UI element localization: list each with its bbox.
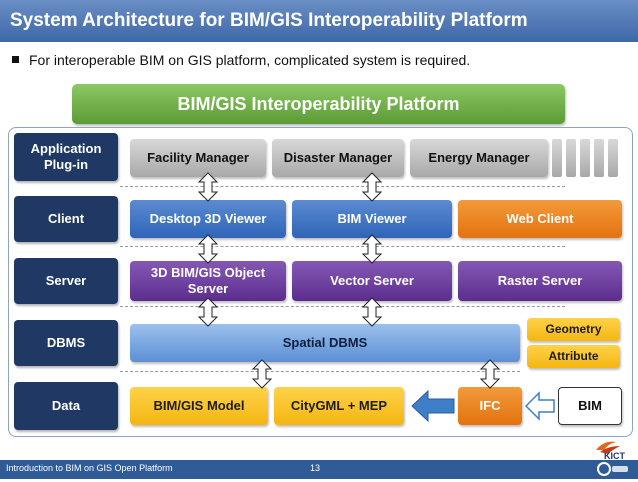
plugin-facility-manager: Facility Manager bbox=[130, 139, 266, 177]
tier-label-application: Application Plug-in bbox=[14, 133, 118, 181]
data-bim: BIM bbox=[558, 387, 622, 425]
separator-line bbox=[120, 371, 520, 372]
server-raster-server: Raster Server bbox=[458, 261, 622, 301]
separator-line bbox=[120, 186, 565, 187]
footer-text: Introduction to BIM on GIS Open Platform bbox=[6, 463, 173, 473]
client-desktop-3d-viewer: Desktop 3D Viewer bbox=[130, 200, 286, 238]
double-arrow-icon bbox=[198, 297, 218, 327]
plugin-disaster-manager: Disaster Manager bbox=[272, 139, 404, 177]
double-arrow-icon bbox=[198, 172, 218, 202]
tier-label-data: Data bbox=[14, 382, 118, 430]
data-bim-gis-model: BIM/GIS Model bbox=[130, 387, 268, 425]
tier-label-dbms: DBMS bbox=[14, 320, 118, 366]
spatial-dbms: Spatial DBMS bbox=[130, 324, 520, 362]
double-arrow-icon bbox=[362, 297, 382, 327]
attribute-box: Attribute bbox=[527, 345, 620, 368]
arrow-left-outline-icon bbox=[524, 391, 555, 421]
double-arrow-icon bbox=[362, 172, 382, 202]
client-bim-viewer: BIM Viewer bbox=[292, 200, 452, 238]
server-object-server: 3D BIM/GIS Object Server bbox=[130, 261, 286, 301]
double-arrow-icon bbox=[198, 234, 218, 264]
arrow-left-icon bbox=[411, 389, 455, 423]
plugin-stack-icon bbox=[552, 139, 618, 177]
tier-label-client: Client bbox=[14, 196, 118, 242]
data-ifc: IFC bbox=[458, 387, 522, 425]
page-number: 13 bbox=[310, 463, 321, 473]
platform-banner: BIM/GIS Interoperability Platform bbox=[72, 84, 565, 124]
footer-logo bbox=[596, 461, 632, 477]
svg-text:KICT: KICT bbox=[604, 451, 625, 460]
bullet-text: For interoperable BIM on GIS platform, c… bbox=[29, 52, 471, 68]
footer-bar bbox=[0, 460, 638, 479]
separator-line bbox=[120, 306, 565, 307]
separator-line bbox=[120, 246, 565, 247]
plugin-energy-manager: Energy Manager bbox=[410, 139, 548, 177]
slide-title: System Architecture for BIM/GIS Interope… bbox=[0, 0, 638, 42]
double-arrow-icon bbox=[362, 234, 382, 264]
tier-label-server: Server bbox=[14, 258, 118, 304]
double-arrow-icon bbox=[480, 359, 500, 389]
client-web-client: Web Client bbox=[458, 200, 622, 238]
footer-logo-icon bbox=[597, 462, 628, 476]
server-vector-server: Vector Server bbox=[292, 261, 452, 301]
architecture-frame bbox=[8, 127, 633, 437]
bullet-point: For interoperable BIM on GIS platform, c… bbox=[12, 52, 470, 68]
geometry-box: Geometry bbox=[527, 318, 620, 341]
double-arrow-icon bbox=[252, 359, 272, 389]
data-citygml-mep: CityGML + MEP bbox=[274, 387, 404, 425]
bullet-square-icon bbox=[12, 55, 19, 63]
more-plugins-stack bbox=[551, 139, 625, 177]
kict-logo-icon: KICT bbox=[596, 441, 625, 461]
kict-logo: KICT bbox=[590, 438, 630, 461]
